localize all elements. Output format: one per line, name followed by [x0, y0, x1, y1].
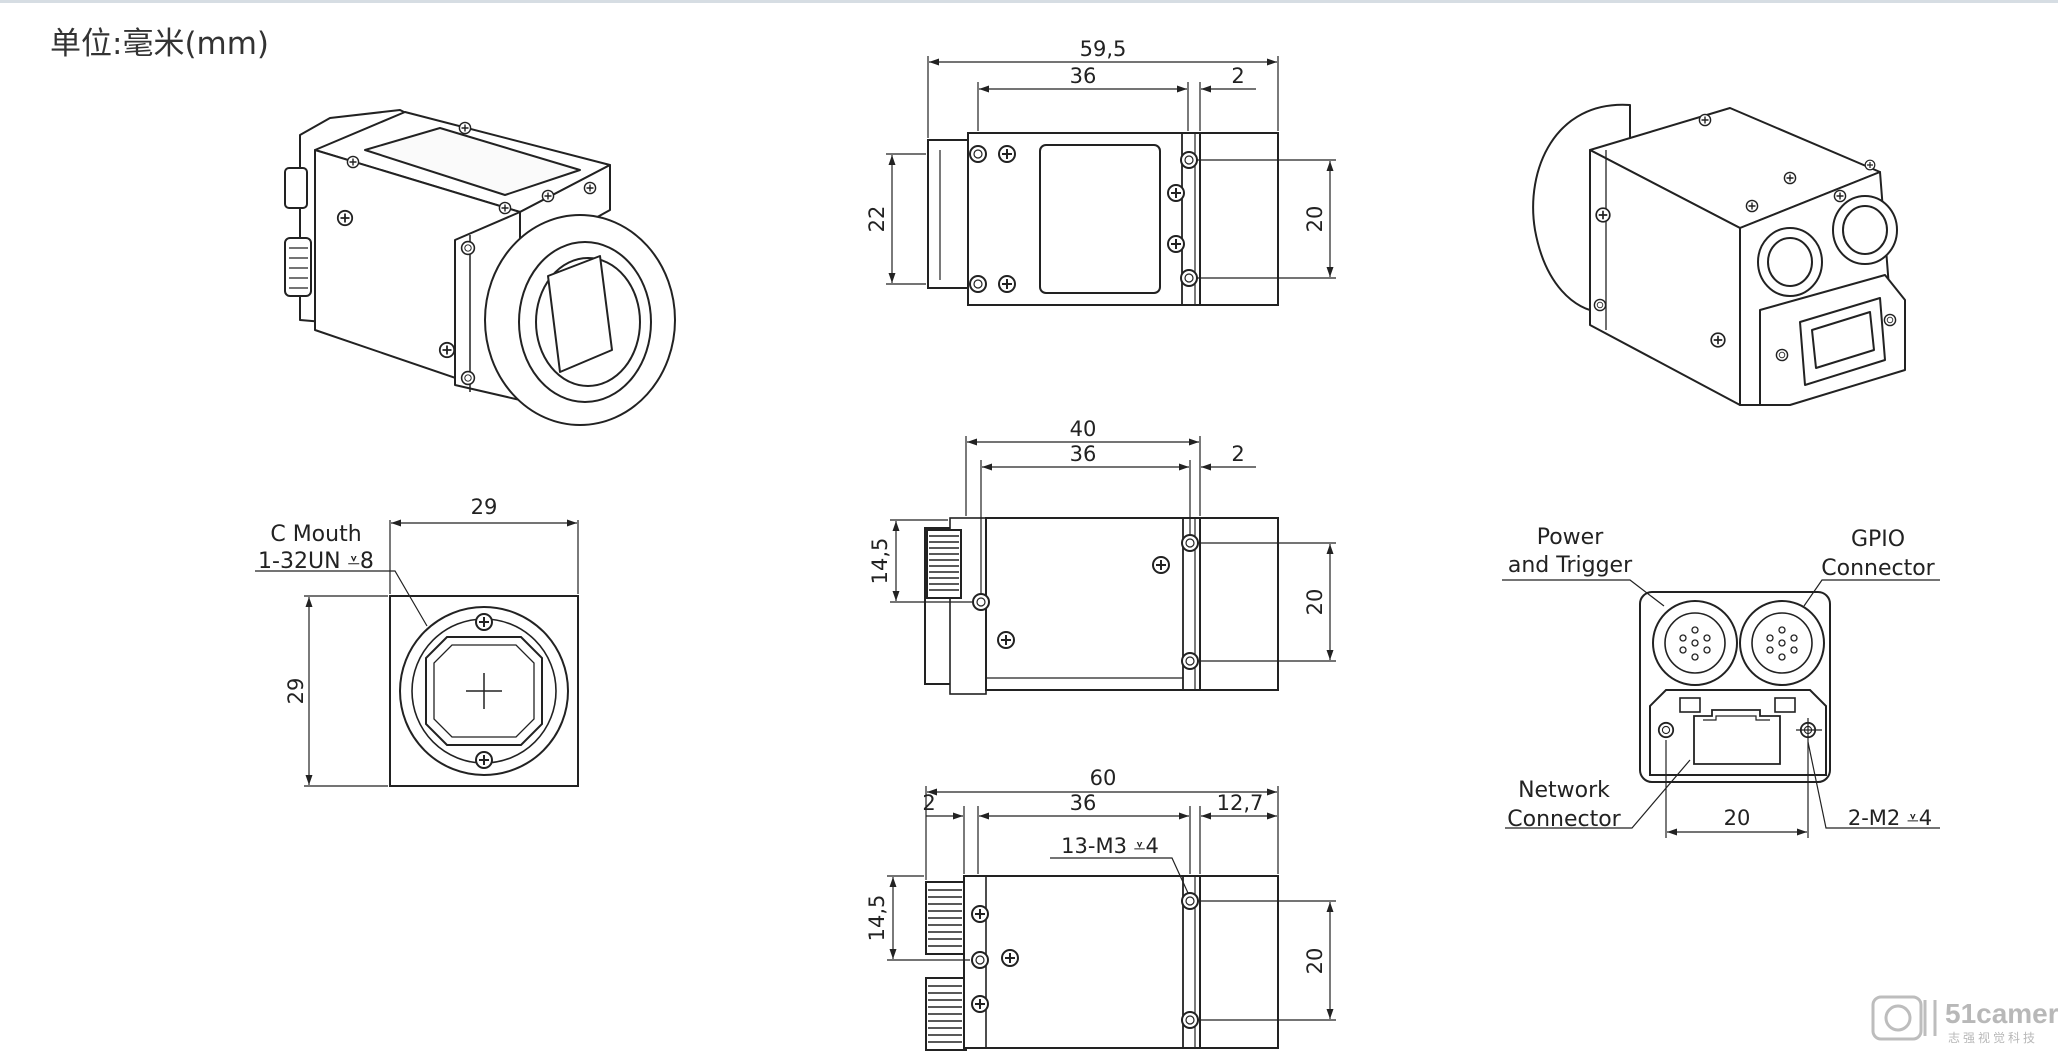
side-flange-dim: 2 [1231, 442, 1244, 466]
front-view [255, 519, 579, 787]
watermark-brand: 51camera [1945, 998, 2058, 1029]
top-divider [0, 0, 2058, 3]
bottom-flange-dim: 2 [922, 791, 935, 815]
front-width-dim: 29 [471, 495, 498, 519]
bottom-body-dim: 36 [1070, 791, 1097, 815]
side-view-connector [926, 529, 962, 599]
gpio-label-line2: Connector [1821, 556, 1935, 581]
top-view-dims [886, 56, 1336, 285]
top-body-dim: 36 [1070, 64, 1097, 88]
rear-view [1639, 591, 1831, 783]
unit-label: 单位:毫米(mm) [50, 26, 270, 62]
top-flange-dim: 2 [1231, 64, 1244, 88]
front-height-dim: 29 [284, 678, 308, 705]
top-left-height-dim: 22 [865, 206, 889, 233]
rear-view-pins [1679, 626, 1798, 661]
rear-view-dims [1502, 579, 1940, 838]
iso-view-rear [1532, 103, 1906, 406]
top-right-height-dim: 20 [1303, 206, 1327, 233]
network-label-line2: Connector [1507, 807, 1621, 832]
network-label-line1: Network [1518, 778, 1610, 803]
side-right-height-dim: 20 [1303, 589, 1327, 616]
bottom-total-dim: 60 [1090, 766, 1117, 790]
bottom-right-height-dim: 20 [1303, 948, 1327, 975]
rear-screw-note: 2-M2 ⩡4 [1848, 806, 1932, 830]
side-view-dims [890, 436, 1336, 662]
top-total-dim: 59,5 [1080, 37, 1127, 61]
power-label-line1: Power [1537, 525, 1604, 550]
bottom-view-dims [887, 786, 1336, 1021]
gpio-label-line1: GPIO [1851, 527, 1905, 552]
bottom-rear-dim: 12,7 [1217, 791, 1264, 815]
rear-width-dim: 20 [1724, 806, 1751, 830]
iso-view-front [284, 109, 676, 426]
watermark-tagline: 志强视觉科技 [1948, 1030, 2038, 1045]
side-body-dim: 36 [1070, 442, 1097, 466]
side-total-dim: 40 [1070, 417, 1097, 441]
power-label-line2: and Trigger [1508, 553, 1633, 578]
bottom-left-height-dim: 14,5 [865, 895, 889, 942]
bottom-view-connectors [928, 889, 962, 1043]
thread-label: 1-32UN ⩡8 [258, 549, 374, 574]
side-left-height-dim: 14,5 [868, 538, 892, 585]
c-mouth-label: C Mouth [270, 522, 361, 547]
watermark-logo [1871, 995, 1937, 1041]
bottom-screw-note: 13-M3 ⩡4 [1061, 834, 1159, 858]
